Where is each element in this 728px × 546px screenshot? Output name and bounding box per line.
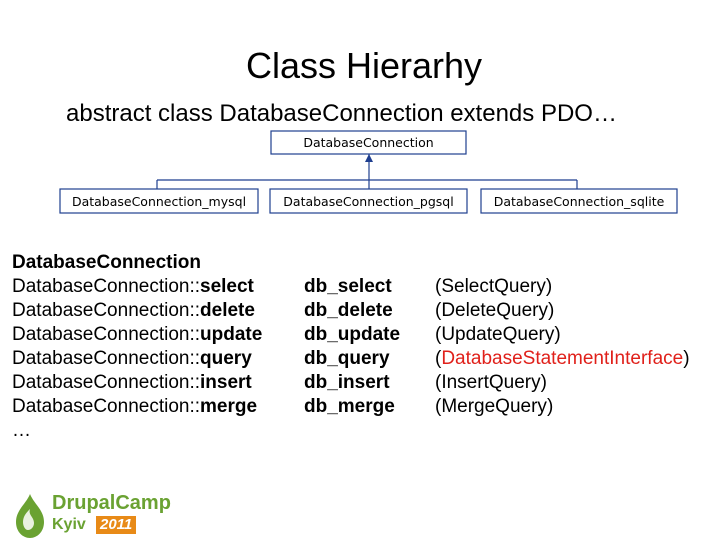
child-class-label-mysql: DatabaseConnection_mysql	[72, 194, 246, 209]
method-name: update	[200, 324, 263, 345]
function-name: db_update	[304, 324, 401, 345]
function-name: db_query	[304, 348, 390, 369]
parent-class-label: DatabaseConnection	[303, 135, 433, 150]
return-type-highlighted: DatabaseStatementInterface	[441, 348, 684, 369]
logo-name: DrupalCamp	[52, 492, 171, 514]
paren-close: )	[546, 396, 554, 417]
child-class-label-sqlite: DatabaseConnection_sqlite	[494, 194, 665, 209]
function-name: db_delete	[304, 300, 393, 321]
paren-open: (	[435, 396, 442, 417]
table-row: DatabaseConnection::merge db_merge (Merg…	[12, 395, 553, 419]
method-name: select	[200, 276, 254, 297]
method-name: merge	[200, 396, 258, 417]
paren-open: (	[435, 276, 442, 297]
return-type-cell: (UpdateQuery)	[435, 323, 561, 347]
return-type: DeleteQuery	[441, 300, 548, 321]
inheritance-arrow-icon	[365, 154, 373, 162]
return-type: SelectQuery	[441, 276, 546, 297]
table-ellipsis: …	[12, 420, 31, 441]
class-prefix: DatabaseConnection::	[12, 396, 201, 417]
table-row: DatabaseConnection::insert db_insert (In…	[12, 371, 547, 395]
return-type-cell: (DatabaseStatementInterface)	[435, 347, 690, 371]
class-diagram: DatabaseConnection DatabaseConnection_my…	[59, 130, 678, 214]
table-heading: DatabaseConnection	[12, 252, 201, 273]
class-prefix: DatabaseConnection::	[12, 324, 201, 345]
return-type-cell: (SelectQuery)	[435, 275, 552, 299]
return-type: MergeQuery	[441, 396, 547, 417]
return-type: InsertQuery	[441, 372, 541, 393]
class-prefix: DatabaseConnection::	[12, 276, 201, 297]
paren-close: )	[683, 348, 690, 369]
table-row: DatabaseConnection::delete db_delete (De…	[12, 299, 554, 323]
class-prefix: DatabaseConnection::	[12, 372, 201, 393]
table-row: DatabaseConnection::query db_query (Data…	[12, 347, 690, 371]
method-table: DatabaseConnection DatabaseConnection::s…	[12, 251, 690, 443]
method-cell: DatabaseConnection::delete	[12, 299, 255, 323]
return-type-cell: (MergeQuery)	[435, 395, 553, 419]
method-cell: DatabaseConnection::insert	[12, 371, 252, 395]
paren-open: (	[435, 348, 442, 369]
return-type: UpdateQuery	[441, 324, 555, 345]
function-name: db_merge	[304, 396, 395, 417]
method-name: query	[200, 348, 252, 369]
slide-subtitle: abstract class DatabaseConnection extend…	[66, 100, 617, 127]
method-cell: DatabaseConnection::update	[12, 323, 262, 347]
paren-close: )	[554, 324, 561, 345]
child-class-box-sqlite	[480, 188, 678, 214]
table-row: DatabaseConnection::update db_update (Up…	[12, 323, 561, 347]
return-type-cell: (InsertQuery)	[435, 371, 547, 395]
method-name: delete	[200, 300, 255, 321]
slide-title: Class Hierarhy	[245, 45, 483, 86]
child-class-label-pgsql: DatabaseConnection_pgsql	[283, 194, 453, 209]
paren-close: )	[545, 276, 553, 297]
return-type-cell: (DeleteQuery)	[435, 299, 554, 323]
method-name: insert	[200, 372, 252, 393]
table-row: DatabaseConnection::select db_select (Se…	[12, 275, 552, 299]
parent-class-box	[270, 130, 467, 155]
paren-open: (	[435, 324, 442, 345]
logo-year: 2011	[96, 516, 137, 534]
drupalcamp-logo: DrupalCamp Kyiv 2011	[12, 490, 182, 542]
method-cell: DatabaseConnection::merge	[12, 395, 257, 419]
child-class-box-mysql	[59, 188, 259, 214]
function-name: db_select	[304, 276, 392, 297]
paren-close: )	[548, 300, 555, 321]
method-cell: DatabaseConnection::select	[12, 275, 254, 299]
method-cell: DatabaseConnection::query	[12, 347, 252, 371]
drupal-drop-icon	[16, 494, 44, 538]
logo-city: Kyiv	[52, 516, 86, 533]
child-class-box-pgsql	[269, 188, 468, 214]
paren-close: )	[540, 372, 547, 393]
class-prefix: DatabaseConnection::	[12, 300, 201, 321]
class-prefix: DatabaseConnection::	[12, 348, 201, 369]
paren-open: (	[435, 372, 442, 393]
paren-open: (	[435, 300, 442, 321]
function-name: db_insert	[304, 372, 390, 393]
